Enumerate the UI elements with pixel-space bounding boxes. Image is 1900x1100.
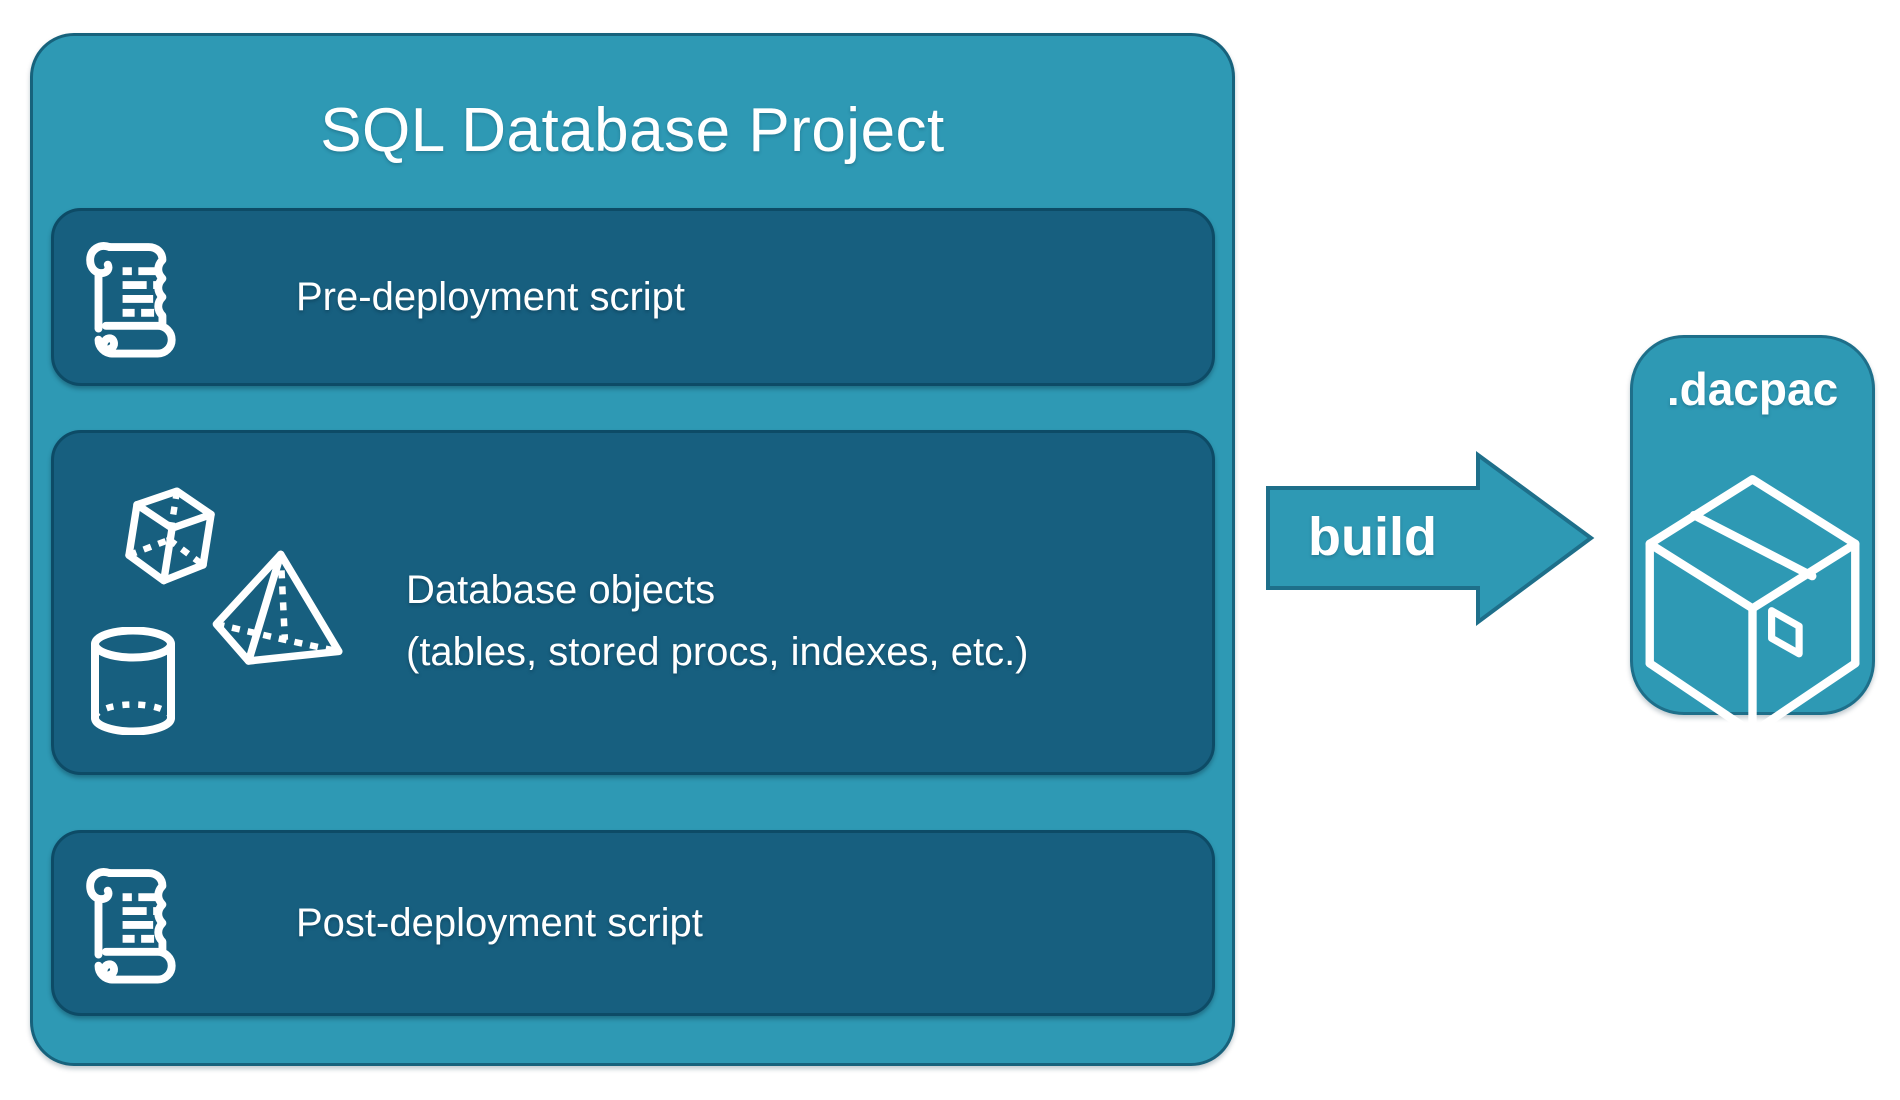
database-objects-box: Database objects (tables, stored procs, …	[51, 430, 1215, 775]
pre-deployment-label: Pre-deployment script	[296, 274, 686, 319]
database-objects-label: Database objects	[406, 568, 716, 612]
pyramid-icon	[211, 547, 351, 673]
pre-deployment-box: Pre-deployment script	[51, 208, 1215, 386]
build-arrow-label: build	[1308, 507, 1437, 567]
sql-database-project-container: SQL Database Project P	[30, 33, 1235, 1066]
post-deployment-label: Post-deployment script	[296, 900, 703, 945]
scroll-icon	[78, 235, 182, 361]
package-icon	[1633, 416, 1872, 790]
scroll-icon	[78, 861, 182, 987]
cylinder-icon	[87, 627, 179, 735]
build-arrow	[1255, 450, 1595, 630]
project-title: SQL Database Project	[320, 96, 945, 165]
post-deployment-box: Post-deployment script	[51, 830, 1215, 1016]
cube-icon	[116, 477, 226, 593]
database-objects-sublabel: (tables, stored procs, indexes, etc.)	[406, 630, 1029, 674]
dacpac-box: .dacpac	[1630, 335, 1875, 737]
dacpac-label: .dacpac	[1666, 363, 1839, 415]
database-objects-label-group: Database objects (tables, stored procs, …	[406, 559, 1029, 683]
arrow-shape	[1266, 451, 1595, 626]
